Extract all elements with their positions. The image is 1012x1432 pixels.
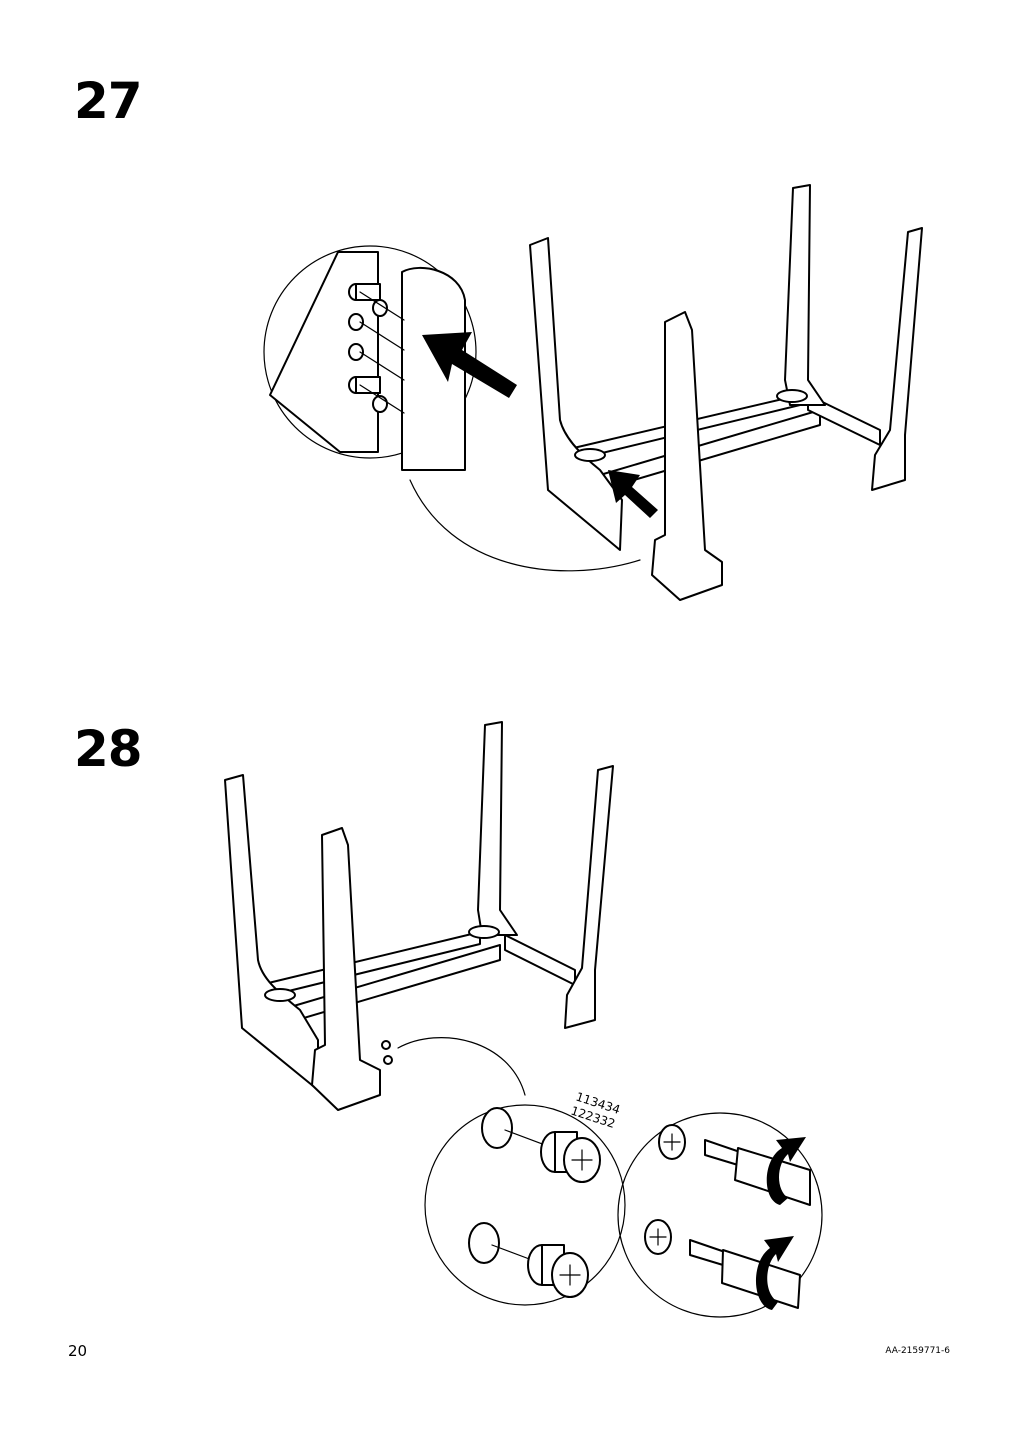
step-28-illustration: 113434 122332 <box>224 721 823 1318</box>
screwdriver-icon <box>644 1219 801 1309</box>
cam-lock-icon <box>468 1222 589 1298</box>
detail-circle-cam-locks <box>424 1104 626 1306</box>
clockwise-rotate-icon <box>766 1137 806 1205</box>
insert-arrow-icon <box>422 332 517 398</box>
screwdriver-icon <box>658 1124 811 1206</box>
step-number-27: 27 <box>74 72 143 130</box>
table-base-step-28 <box>224 721 614 1111</box>
table-base-step-27 <box>529 184 923 601</box>
document-code: AA-2159771-6 <box>885 1346 950 1356</box>
cam-lock-icon <box>481 1107 601 1183</box>
detail-zoom-callout <box>409 479 641 572</box>
step-27-illustration <box>263 184 923 601</box>
detail-circle-screwdriver <box>617 1112 823 1318</box>
step-number-28: 28 <box>74 720 143 778</box>
zoom-panel-dowels <box>269 251 466 471</box>
detail-zoom-circle <box>263 245 477 459</box>
dowel <box>348 283 388 317</box>
detail-zoom-callout <box>397 1037 526 1096</box>
clockwise-rotate-icon <box>755 1236 794 1310</box>
page-number: 20 <box>68 1342 88 1360</box>
